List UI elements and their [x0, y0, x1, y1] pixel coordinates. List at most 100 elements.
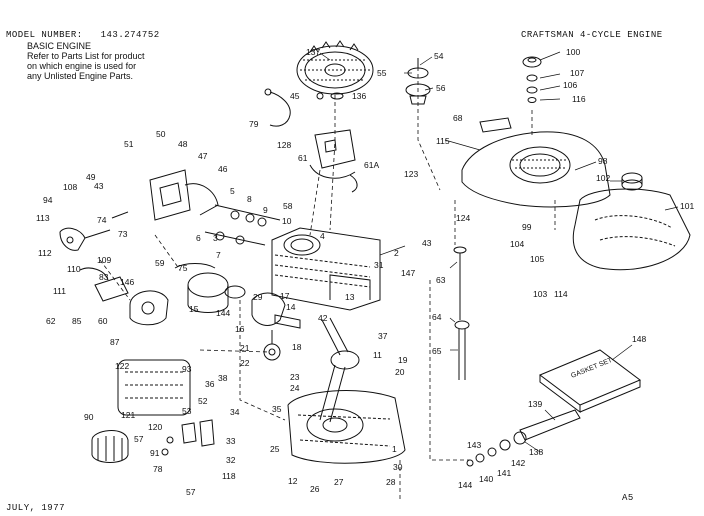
part-callout: 61A — [364, 160, 379, 170]
part-callout: 147 — [401, 268, 415, 278]
part-callout: 83 — [99, 272, 109, 282]
part-callout: 57 — [134, 434, 144, 444]
part-callout: 14 — [286, 302, 296, 312]
part-callout: 138 — [529, 447, 543, 457]
part-callout: 68 — [453, 113, 463, 123]
crankcase-sump-part — [287, 390, 406, 464]
part-callout: 63 — [436, 275, 446, 285]
part-callout: 18 — [292, 342, 302, 352]
part-callout: 50 — [156, 129, 166, 139]
part-callout: 112 — [38, 248, 52, 258]
cylinder-shroud-part — [572, 188, 691, 271]
part-callout: 5 — [230, 186, 235, 196]
part-callout: 111 — [53, 286, 66, 296]
note-line: any Unlisted Engine Parts. — [27, 71, 134, 81]
part-callout: 38 — [218, 373, 228, 383]
part-callout: 34 — [230, 407, 240, 417]
part-callout: 53 — [182, 406, 192, 416]
part-callout: 122 — [115, 361, 129, 371]
part-callout: 8 — [247, 194, 252, 204]
part-callout: 27 — [334, 477, 344, 487]
part-callout: 120 — [148, 422, 162, 432]
part-callout: 144 — [458, 480, 472, 490]
part-callout: 21 — [240, 343, 250, 353]
part-callout: 31 — [374, 260, 384, 270]
part-callout: 106 — [563, 80, 577, 90]
cylinder-block-part — [271, 227, 381, 311]
part-callout: 113 — [36, 213, 50, 223]
model-number: 143.274752 — [100, 30, 160, 40]
part-callout: 54 — [434, 51, 444, 61]
publication-date: JULY, 1977 — [6, 503, 66, 513]
part-callout: 20 — [395, 367, 405, 377]
part-callout: 79 — [249, 119, 259, 129]
part-callout: 46 — [218, 164, 228, 174]
part-callout: 33 — [226, 436, 236, 446]
part-callout: 123 — [404, 169, 418, 179]
part-callout: 12 — [288, 476, 298, 486]
part-callout: 93 — [182, 364, 192, 374]
muffler-part — [117, 359, 191, 416]
part-callout: 25 — [270, 444, 280, 454]
part-callout: 57 — [186, 487, 196, 497]
part-callout: 11 — [373, 350, 382, 360]
part-callout: 55 — [377, 68, 387, 78]
part-callout: 9 — [263, 205, 268, 215]
part-callout: 115 — [436, 136, 450, 146]
part-callout: 56 — [436, 83, 446, 93]
crankshaft-part — [319, 317, 360, 423]
part-callout: 3 — [213, 233, 218, 243]
note-line: Refer to Parts List for product — [27, 51, 145, 61]
part-callout: 75 — [178, 263, 188, 273]
spark-plug-wire-part — [269, 91, 291, 127]
part-callout: 64 — [432, 312, 442, 322]
part-callout: 73 — [118, 229, 128, 239]
part-callout: 7 — [216, 250, 221, 260]
part-callout: 98 — [598, 156, 608, 166]
part-callout: 139 — [528, 399, 542, 409]
part-callout: 121 — [121, 410, 135, 420]
part-callout: 136 — [352, 91, 366, 101]
part-callout: 148 — [632, 334, 646, 344]
part-callout: 32 — [226, 455, 236, 465]
part-callout: 48 — [178, 139, 188, 149]
part-callout: 2 — [394, 248, 399, 258]
part-callout: 43 — [422, 238, 432, 248]
part-callout: 124 — [456, 213, 470, 223]
part-callout: 47 — [198, 151, 208, 161]
part-callout: 43 — [94, 181, 104, 191]
part-callout: 30 — [393, 462, 403, 472]
model-label: MODEL NUMBER: — [6, 30, 83, 40]
part-callout: 105 — [530, 254, 544, 264]
part-callout: 37 — [378, 331, 388, 341]
part-callout: 26 — [310, 484, 320, 494]
part-callout: 15 — [189, 304, 199, 314]
part-callout: 16 — [235, 324, 245, 334]
part-callout: 85 — [72, 316, 82, 326]
part-callout: 65 — [432, 346, 442, 356]
part-callout: 101 — [680, 201, 694, 211]
part-callout: 58 — [283, 201, 293, 211]
engine-parts-drawing — [59, 40, 691, 500]
part-callout: 137 — [306, 47, 320, 57]
part-callout: 62 — [46, 316, 56, 326]
part-callout: 107 — [570, 68, 584, 78]
part-callout: 23 — [290, 372, 300, 382]
part-callout: 146 — [120, 277, 134, 287]
part-callout: 60 — [98, 316, 108, 326]
part-callout: 24 — [290, 383, 300, 393]
part-callout: 104 — [510, 239, 524, 249]
part-callout: 28 — [386, 477, 396, 487]
part-callout: 45 — [290, 91, 300, 101]
part-callout: 118 — [222, 471, 236, 481]
part-callout: 128 — [277, 140, 291, 150]
part-callout: 87 — [110, 337, 120, 347]
drive-shaft-part — [466, 409, 581, 467]
part-callout: 1 — [392, 444, 397, 454]
section-title: BASIC ENGINE — [27, 41, 92, 51]
part-callout: 144 — [216, 308, 230, 318]
part-callout: 108 — [63, 182, 77, 192]
part-callout: 102 — [596, 173, 610, 183]
part-callout: 52 — [198, 396, 208, 406]
